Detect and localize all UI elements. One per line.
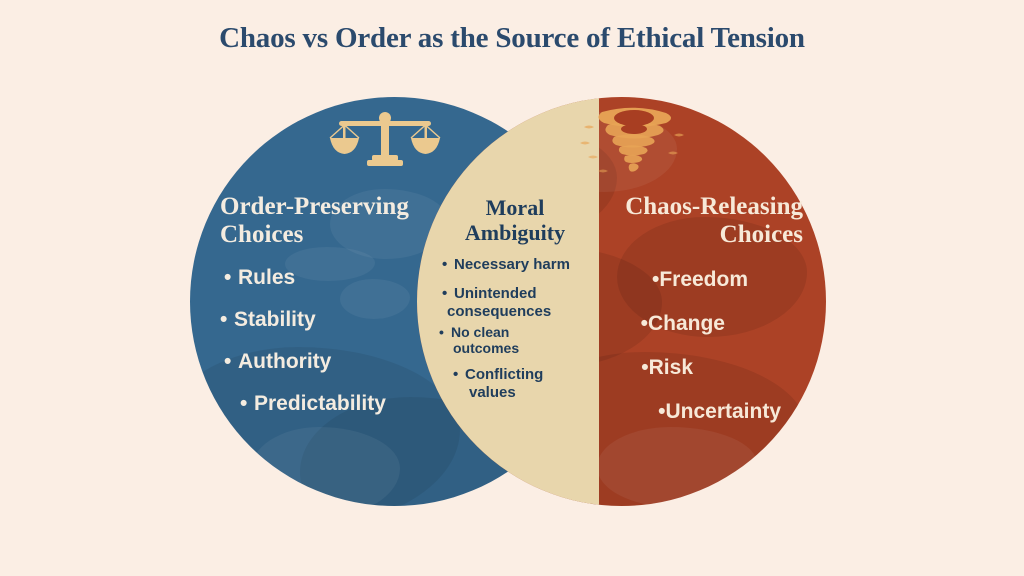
list-item-label: Stability bbox=[234, 307, 316, 331]
bullet-glyph: • bbox=[658, 399, 666, 423]
bullet-glyph: • bbox=[240, 391, 248, 415]
bullet-glyph: • bbox=[224, 349, 232, 373]
list-item-label: Risk bbox=[648, 355, 693, 379]
overlap-heading: Moral Ambiguity bbox=[437, 195, 593, 246]
overlap-heading-line2: Ambiguity bbox=[464, 219, 566, 245]
list-item-label: Predictability bbox=[254, 391, 386, 415]
bullet-glyph: • bbox=[442, 285, 448, 303]
list-item-label-cont: values bbox=[469, 383, 516, 401]
overlap-heading-line1: Moral bbox=[485, 195, 545, 220]
tornado-icon bbox=[578, 105, 690, 181]
list-item-label: Rules bbox=[238, 265, 296, 289]
left-set-panel: Order-Preserving Choices •Rules •Stabili… bbox=[220, 193, 460, 416]
list-item[interactable]: •Change bbox=[575, 312, 803, 336]
list-item[interactable]: •Stability bbox=[220, 308, 460, 332]
bullet-glyph: • bbox=[640, 311, 648, 335]
bullet-glyph: • bbox=[641, 355, 649, 379]
list-item[interactable]: •Authority bbox=[220, 350, 460, 374]
list-item-label: Freedom bbox=[659, 267, 748, 291]
list-item-label: Conflicting bbox=[465, 366, 544, 384]
right-set-heading: Chaos-Releasing Choices bbox=[575, 193, 803, 250]
list-item-label: Authority bbox=[238, 349, 332, 373]
venn-overlap-region[interactable] bbox=[417, 97, 599, 506]
left-set-list: •Rules •Stability •Authority •Predictabi… bbox=[220, 266, 460, 416]
list-item[interactable]: •Freedom bbox=[575, 268, 803, 292]
right-heading-line1: Chaos-Releasing bbox=[625, 193, 803, 220]
texture-blob bbox=[340, 279, 410, 319]
list-item[interactable]: •Uncertainty bbox=[575, 400, 803, 424]
page-title: Chaos vs Order as the Source of Ethical … bbox=[219, 22, 805, 54]
texture-blob bbox=[250, 427, 400, 506]
texture-blob bbox=[597, 427, 757, 506]
left-set-heading: Order-Preserving Choices bbox=[220, 193, 460, 250]
left-heading-line1: Order-Preserving bbox=[220, 193, 409, 220]
right-heading-line2: Choices bbox=[719, 221, 803, 249]
list-item[interactable]: •Rules bbox=[220, 266, 460, 290]
list-item-label-cont: consequences bbox=[447, 302, 552, 320]
bullet-glyph: • bbox=[224, 265, 232, 289]
list-item-label: Uncertainty bbox=[665, 399, 781, 423]
texture-blob bbox=[285, 247, 375, 281]
list-item-label-cont: outcomes bbox=[453, 340, 520, 357]
right-set-list: •Freedom •Change •Risk •Uncertainty bbox=[575, 268, 803, 424]
right-set-panel: Chaos-Releasing Choices •Freedom •Change… bbox=[575, 193, 803, 424]
list-item[interactable]: • Necessary harm bbox=[437, 256, 593, 273]
overlap-panel: Moral Ambiguity • Necessary harm • Uninten… bbox=[437, 195, 593, 401]
list-item[interactable]: •Predictability bbox=[220, 392, 460, 416]
list-item[interactable]: •Risk bbox=[575, 356, 803, 380]
balance-scale-icon bbox=[325, 108, 445, 170]
bullet-glyph: • bbox=[453, 366, 459, 384]
bullet-glyph: • bbox=[651, 267, 660, 291]
bullet-glyph: • bbox=[220, 307, 228, 331]
left-heading-line2: Choices bbox=[220, 221, 304, 249]
texture-blob bbox=[617, 217, 807, 337]
list-item-label: Necessary harm bbox=[454, 255, 570, 273]
texture-blob bbox=[190, 347, 460, 506]
list-item-label: Change bbox=[647, 311, 725, 335]
bullet-glyph: • bbox=[439, 323, 444, 340]
bullet-glyph: • bbox=[442, 255, 448, 273]
list-item-label: No clean bbox=[451, 323, 510, 340]
venn-diagram bbox=[190, 97, 826, 506]
list-item-label: Unintended bbox=[454, 285, 537, 303]
